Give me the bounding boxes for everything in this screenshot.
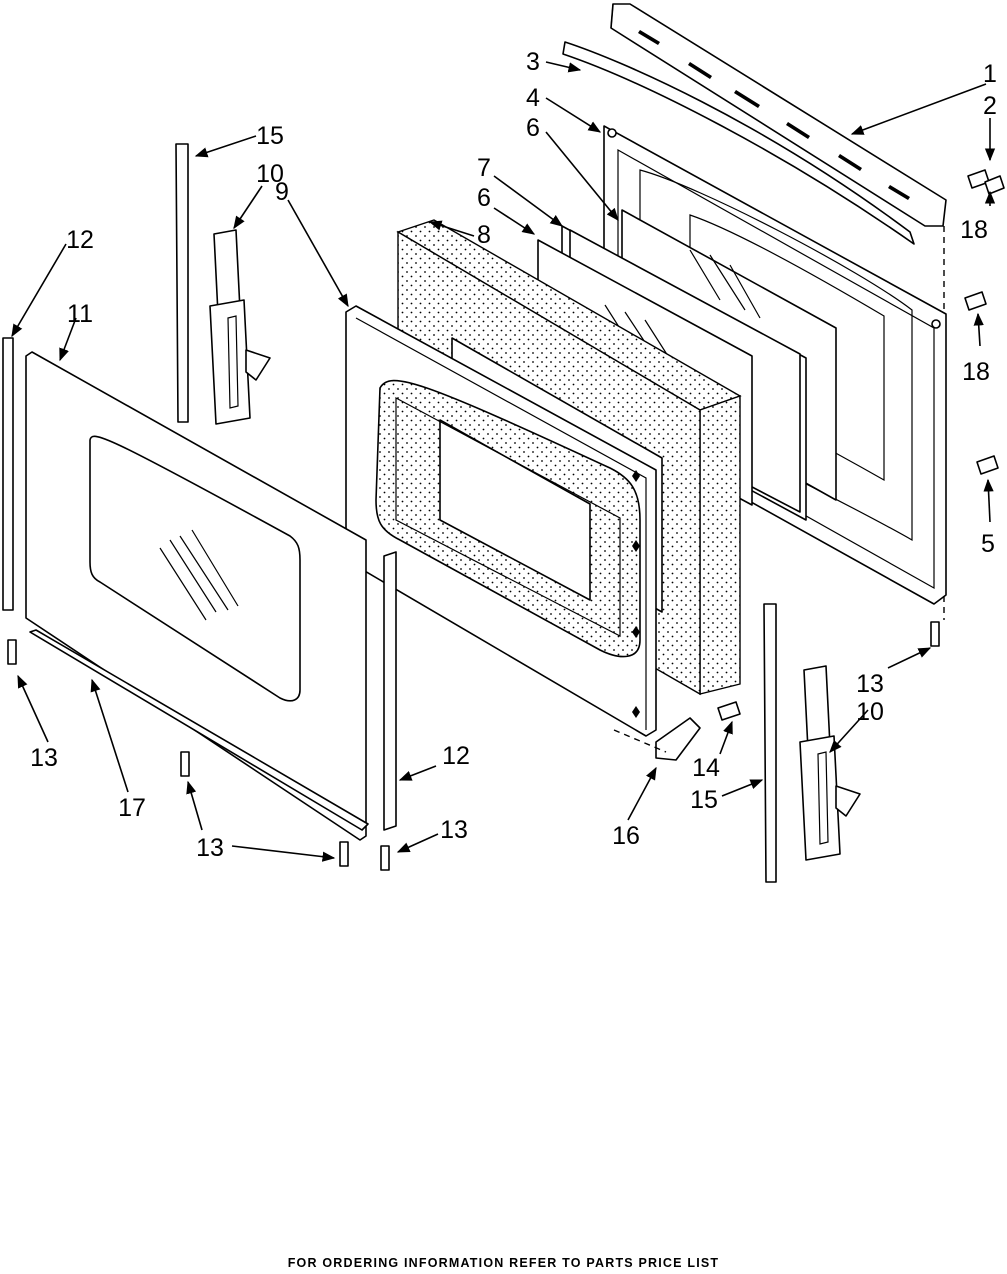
- side-trim-right-part: [383, 551, 397, 831]
- callout-10b: 10: [856, 698, 884, 726]
- bottom-trim-part: [29, 629, 369, 831]
- screw-part-18b: [964, 291, 987, 311]
- hinge-left-part: [209, 229, 271, 425]
- callout-9: 9: [275, 178, 289, 206]
- screw-part-13d: [380, 845, 390, 871]
- callout-7: 7: [477, 154, 491, 182]
- callout-12b: 12: [442, 742, 470, 770]
- callout-13d: 13: [30, 744, 58, 772]
- hinge-right-part: [799, 665, 861, 861]
- screw-part-13a: [7, 639, 17, 665]
- screw-part-13e: [930, 621, 940, 647]
- screw-part-5: [976, 455, 999, 475]
- callout-5: 5: [981, 530, 995, 558]
- callout-13b: 13: [440, 816, 468, 844]
- ordering-information-footer: FOR ORDERING INFORMATION REFER TO PARTS …: [287, 1256, 720, 1270]
- callout-16: 16: [612, 822, 640, 850]
- screw-part-18a: [984, 175, 1005, 195]
- door-handle-part: [562, 41, 915, 245]
- callout-4: 4: [526, 84, 540, 112]
- callout-12a: 12: [66, 226, 94, 254]
- outer-door-part: [25, 351, 367, 841]
- callout-6b: 6: [477, 184, 491, 212]
- callout-6a: 6: [526, 114, 540, 142]
- screw-part-13b: [180, 751, 190, 777]
- bracket-part: [655, 717, 701, 761]
- side-trim-left-part: [2, 337, 14, 611]
- callout-11: 11: [67, 300, 93, 328]
- hinge-bar-right-part: [763, 603, 777, 883]
- callout-15a: 15: [256, 122, 284, 150]
- callout-13a: 13: [856, 670, 884, 698]
- screw-part-14: [717, 701, 741, 721]
- hinge-bar-left-part: [175, 143, 189, 423]
- callout-15b: 15: [690, 786, 718, 814]
- callout-10a: 10: [256, 160, 284, 188]
- top-trim-part: [610, 3, 947, 227]
- callout-18a: 18: [960, 216, 988, 244]
- callout-18b: 18: [962, 358, 990, 386]
- callout-2: 2: [983, 92, 997, 120]
- leader-lines: [11, 61, 996, 862]
- callout-14: 14: [692, 754, 720, 782]
- door-frame-part: [345, 305, 657, 737]
- callout-13c: 13: [196, 834, 224, 862]
- screw-part-13c: [339, 841, 349, 867]
- callout-1: 1: [983, 60, 997, 88]
- callout-3: 3: [526, 48, 540, 76]
- callout-17: 17: [118, 794, 146, 822]
- callout-8: 8: [477, 221, 491, 249]
